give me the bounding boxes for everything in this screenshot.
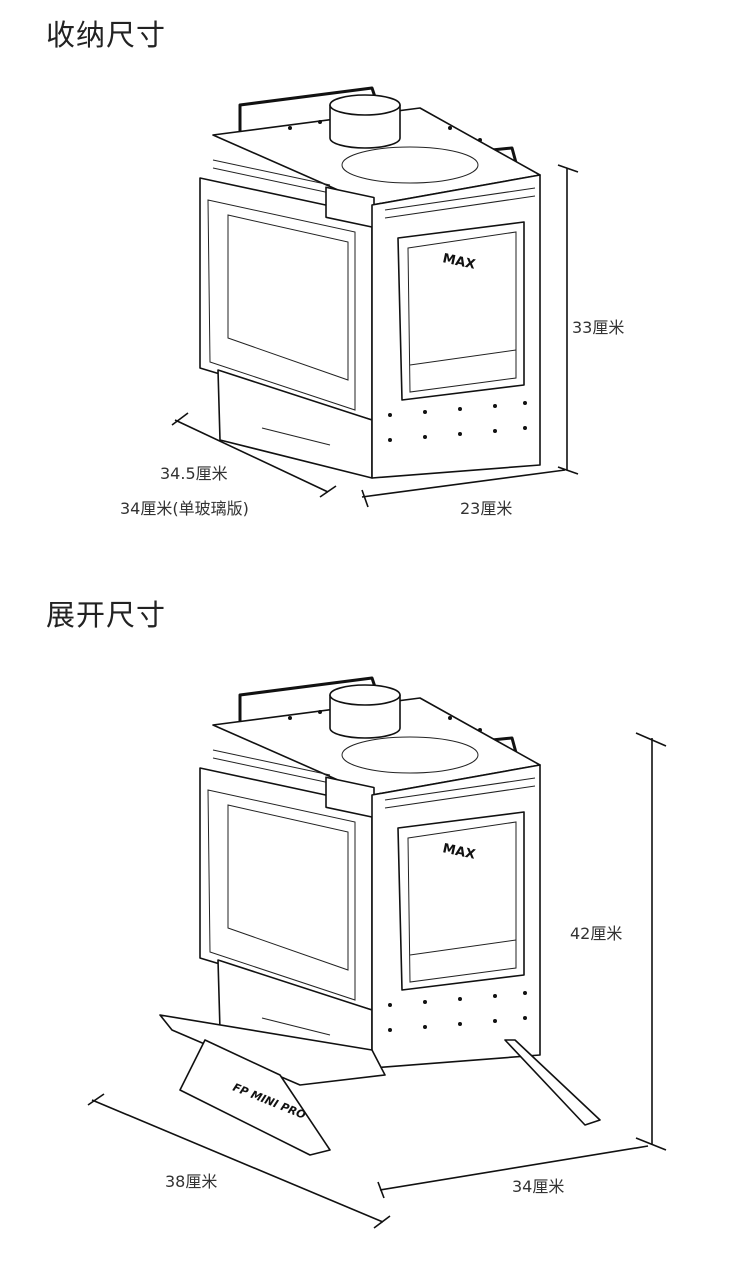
- stored-length-label: 34.5厘米: [160, 464, 228, 483]
- stored-height-label: 33厘米: [572, 318, 625, 337]
- window-mark: MAX: [441, 251, 476, 273]
- dimension-lines-deployed: [87, 732, 667, 1229]
- deployed-length-label: 38厘米: [165, 1172, 218, 1191]
- deployed-height-label: 42厘米: [570, 924, 623, 943]
- stove-deployed-drawing: [159, 676, 601, 1156]
- dimension-lines-stored: [171, 164, 579, 508]
- stored-width-label: 23厘米: [460, 499, 513, 518]
- deployed-width-label: 34厘米: [512, 1177, 565, 1196]
- stove-stored-drawing: [198, 86, 542, 480]
- stored-length-single-glass-label: 34厘米(单玻璃版): [120, 499, 249, 518]
- section-title-deployed: 展开尺寸: [46, 598, 167, 632]
- section-title-stored: 收纳尺寸: [46, 18, 167, 52]
- window-mark: MAX: [441, 841, 476, 863]
